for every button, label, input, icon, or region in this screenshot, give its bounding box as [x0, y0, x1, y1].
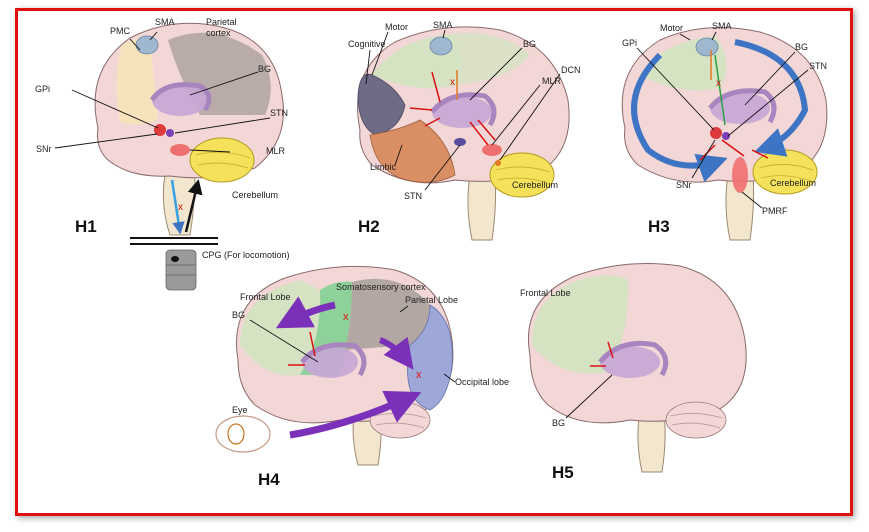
h4-label-occipital: Occipital lobe	[455, 377, 509, 387]
h1-label-cpg: CPG (For locomotion)	[202, 250, 290, 260]
h3-title: H3	[648, 217, 670, 236]
svg-text:x: x	[716, 78, 721, 89]
h3-label-cerebellum: Cerebellum	[770, 178, 816, 188]
h1-label-parietal-line2: cortex	[206, 28, 231, 38]
h2-brain: x	[357, 26, 570, 241]
h4-label-bg: BG	[232, 310, 245, 320]
h5-label-bg: BG	[552, 418, 565, 428]
h1-label-snr: SNr	[36, 144, 52, 154]
h3-label-snr: SNr	[676, 180, 692, 190]
svg-text:x: x	[450, 77, 455, 88]
svg-text:x: x	[416, 369, 422, 381]
h4-label-parietal: Parietal Lobe	[405, 295, 458, 305]
h3-label-stn: STN	[809, 61, 827, 71]
h4-label-eye: Eye	[232, 405, 248, 415]
svg-text:x: x	[343, 311, 349, 323]
svg-text:x: x	[178, 202, 183, 213]
h1-label-gpi: GPi	[35, 84, 50, 94]
h1-label-parietal-line1: Parietal	[206, 17, 237, 27]
h3-brain: x	[621, 27, 828, 241]
h2-label-cognitive: Cognitive	[348, 39, 386, 49]
h2-label-mlr: MLR	[542, 76, 562, 86]
h1-brain: x	[94, 22, 284, 291]
h1-label-sma: SMA	[155, 17, 175, 27]
panel-h4: x x Somatosensory cortex Frontal Lobe Pa…	[215, 265, 509, 489]
h1-label-mlr: MLR	[266, 146, 286, 156]
h5-title: H5	[552, 463, 574, 482]
h1-label-cerebellum: Cerebellum	[232, 190, 278, 200]
h3-label-bg: BG	[795, 42, 808, 52]
h2-label-limbic: Limbic	[370, 162, 397, 172]
h1-label-bg: BG	[258, 64, 271, 74]
h3-label-motor: Motor	[660, 23, 683, 33]
panel-h5: Frontal Lobe BG H5	[520, 263, 747, 482]
h2-label-sma: SMA	[433, 20, 453, 30]
h1-label-stn: STN	[270, 108, 288, 118]
h3-label-sma: SMA	[712, 21, 732, 31]
h1-label-pmc: PMC	[110, 26, 131, 36]
h2-label-motor: Motor	[385, 22, 408, 32]
h5-label-frontal: Frontal Lobe	[520, 288, 571, 298]
panel-h3: x Motor SMA GPi BG STN SNr Cerebellum PM…	[621, 21, 828, 241]
h4-label-somatosensory: Somatosensory cortex	[336, 282, 426, 292]
h2-label-cerebellum: Cerebellum	[512, 180, 558, 190]
h2-label-stn: STN	[404, 191, 422, 201]
h5-brain	[528, 263, 747, 473]
h1-title: H1	[75, 217, 97, 236]
h4-label-frontal: Frontal Lobe	[240, 292, 291, 302]
h2-title: H2	[358, 217, 380, 236]
panel-h1: x PMC SMA Parietal cortex GPi BG STN	[35, 17, 290, 291]
panel-h2: x Motor SMA Cognitive BG MLR DCN Limbic …	[348, 20, 581, 241]
h2-label-bg: BG	[523, 39, 536, 49]
h3-label-pmrf: PMRF	[762, 206, 788, 216]
h4-brain: x x	[215, 265, 454, 466]
h3-label-gpi: GPi	[622, 38, 637, 48]
h1-label-parietal: Parietal cortex	[206, 17, 239, 38]
h4-title: H4	[258, 470, 280, 489]
h2-label-dcn: DCN	[561, 65, 581, 75]
